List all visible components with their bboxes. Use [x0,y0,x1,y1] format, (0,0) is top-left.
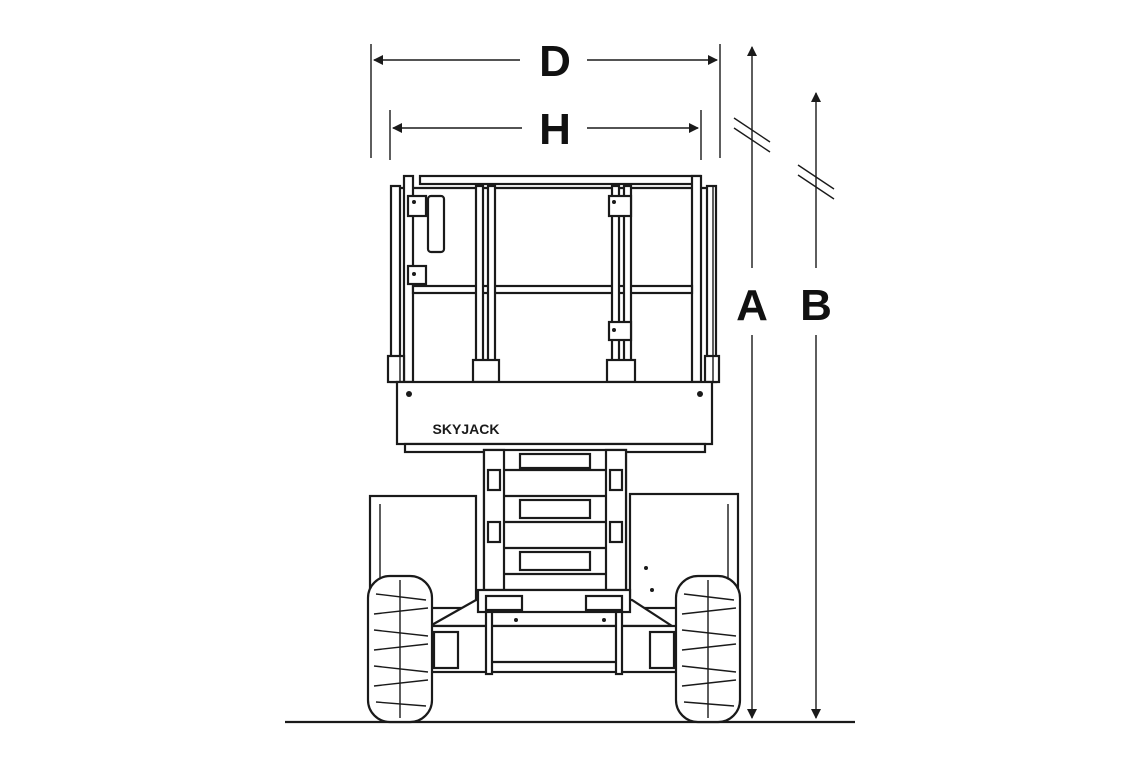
dimension-d [370,44,721,158]
dimension-b [797,92,835,719]
platform-deck [395,380,714,454]
dimension-label-h: H [539,105,571,154]
dimension-label-a: A [736,281,768,330]
dimension-label-d: D [539,37,571,86]
left-wheel [366,574,434,724]
platform-guardrails [386,174,721,384]
right-wheel [674,574,742,724]
scissor-stack [482,448,628,592]
dimension-a [733,46,771,719]
dimension-label-b: B [800,281,832,330]
brand-logo: SKYJACK [433,421,500,437]
dimension-h [389,110,702,160]
